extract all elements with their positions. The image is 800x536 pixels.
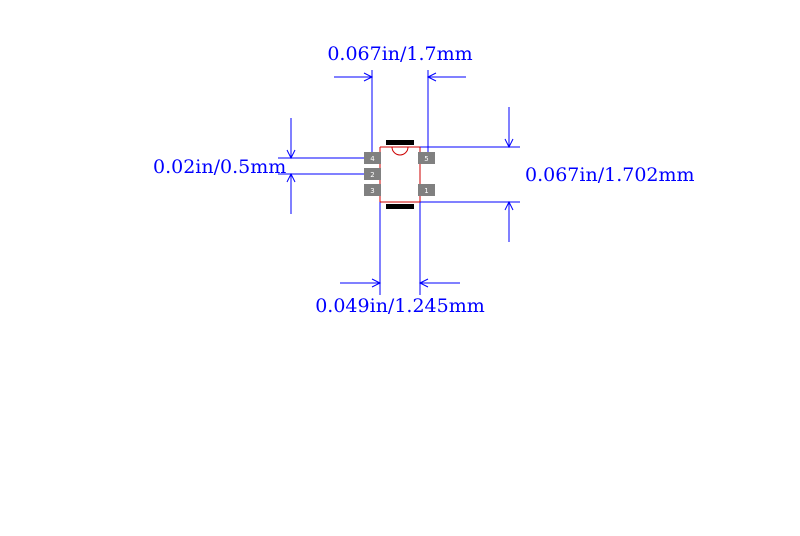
top-arrow-left-head	[363, 72, 374, 82]
bottom-arrow-right-head	[418, 278, 429, 288]
top-dimension	[334, 70, 466, 160]
top-dimension-label: 0.067in/1.7mm	[327, 43, 472, 65]
right-arrow-bottom-head	[504, 200, 514, 211]
left-dimension	[278, 118, 373, 214]
pad-3: 3	[364, 184, 381, 196]
top-silkscreen-bar	[386, 140, 414, 145]
svg-text:4: 4	[370, 155, 375, 163]
pad-1: 1	[418, 184, 435, 196]
bottom-dimension	[340, 197, 460, 295]
left-arrow-top-head	[286, 149, 296, 160]
bottom-silkscreen-bar	[386, 204, 414, 209]
right-dimension-label: 0.067in/1.702mm	[525, 164, 695, 186]
pad-2: 2	[364, 168, 381, 180]
svg-text:3: 3	[370, 187, 374, 195]
svg-text:5: 5	[424, 155, 428, 163]
left-dimension-label: 0.02in/0.5mm	[153, 156, 286, 178]
svg-text:1: 1	[424, 187, 428, 195]
bottom-dimension-label: 0.049in/1.245mm	[315, 295, 485, 317]
right-dimension	[380, 107, 520, 242]
right-arrow-top-head	[504, 138, 514, 149]
bottom-arrow-left-head	[371, 278, 382, 288]
pin1-notch	[391, 146, 409, 156]
top-arrow-right-head	[426, 72, 437, 82]
pad-4: 4	[364, 152, 381, 164]
left-arrow-bottom-head	[286, 172, 296, 183]
svg-text:2: 2	[370, 171, 374, 179]
package-outline	[379, 146, 421, 203]
pad-5: 5	[418, 152, 435, 164]
